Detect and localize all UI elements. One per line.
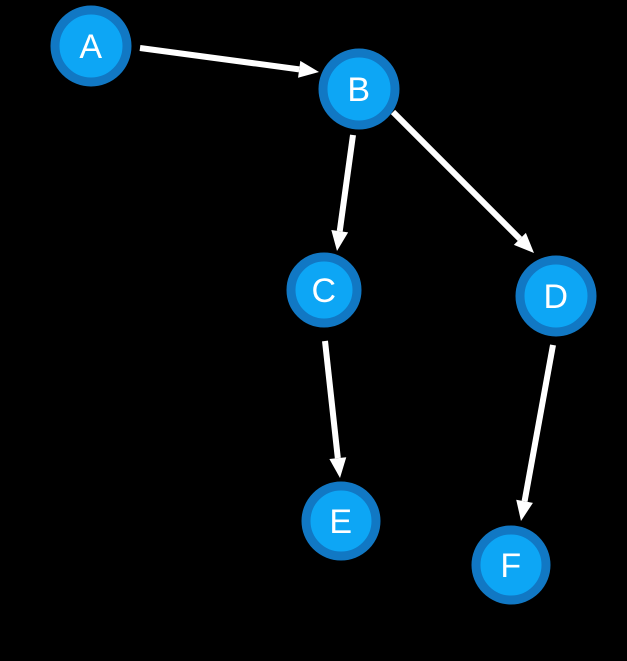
- edge-arrowhead: [298, 60, 319, 78]
- edge-shaft: [322, 340, 341, 459]
- graph-node-f[interactable]: F: [471, 525, 551, 605]
- node-circle[interactable]: [50, 5, 132, 87]
- edge-shaft: [139, 45, 300, 73]
- graph-node-c[interactable]: C: [286, 252, 362, 328]
- node-label: C: [311, 272, 336, 310]
- graph-edge[interactable]: [139, 45, 319, 78]
- node-circle[interactable]: [318, 48, 400, 130]
- graph-edge[interactable]: [322, 340, 347, 478]
- node-label: A: [79, 28, 102, 66]
- graph-node-a[interactable]: A: [50, 5, 132, 87]
- node-circle[interactable]: [471, 525, 551, 605]
- graph-node-d[interactable]: D: [515, 255, 597, 337]
- graph-node-e[interactable]: E: [301, 481, 381, 561]
- node-circle[interactable]: [286, 252, 362, 328]
- graph-edge[interactable]: [516, 344, 556, 521]
- edges-layer: [139, 45, 556, 521]
- graph-node-b[interactable]: B: [318, 48, 400, 130]
- edge-shaft: [390, 109, 522, 241]
- graph-edge[interactable]: [390, 109, 534, 253]
- node-label: B: [347, 71, 370, 109]
- node-label: E: [329, 503, 352, 541]
- node-label: D: [543, 278, 568, 316]
- edge-arrowhead: [329, 457, 347, 478]
- nodes-layer: A B C D E F: [50, 5, 597, 605]
- edge-shaft: [336, 134, 356, 232]
- node-label: F: [500, 547, 521, 585]
- edge-arrowhead: [516, 499, 533, 521]
- edge-shaft: [521, 344, 556, 502]
- graph-edge[interactable]: [331, 134, 356, 251]
- node-circle[interactable]: [515, 255, 597, 337]
- node-circle[interactable]: [301, 481, 381, 561]
- edge-arrowhead: [513, 232, 534, 253]
- edge-arrowhead: [331, 230, 349, 251]
